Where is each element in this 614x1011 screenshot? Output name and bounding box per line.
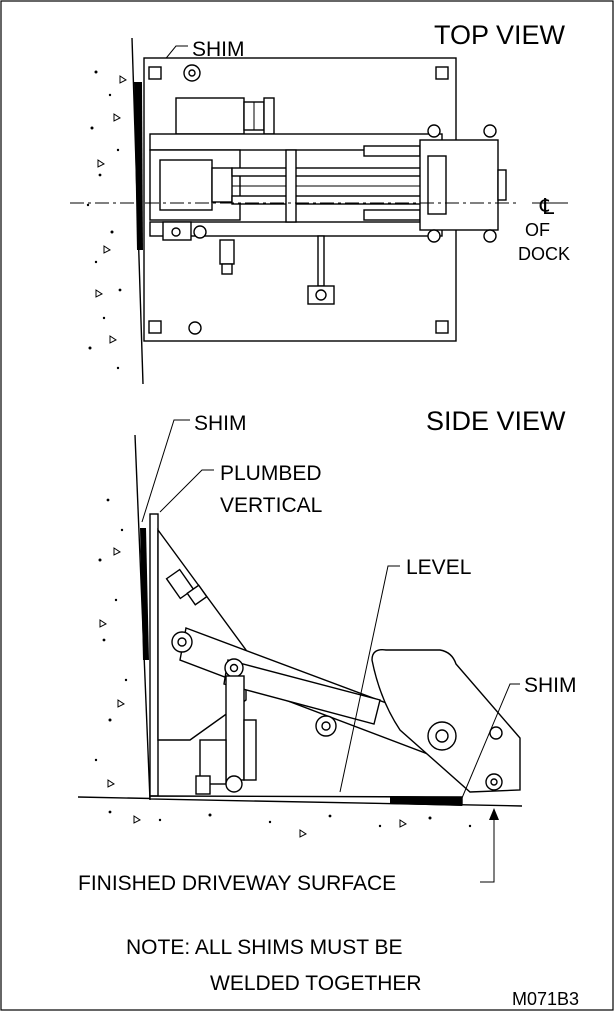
right-shim-leader	[461, 683, 520, 799]
plumbed-leader	[159, 469, 214, 513]
side-shim-leader	[141, 419, 190, 523]
centerline-symbol: ℄	[539, 194, 555, 219]
surface-leader	[480, 810, 495, 883]
plumbed-plate	[149, 513, 159, 797]
top-view-title: TOP VIEW	[434, 20, 566, 50]
note-line-1: NOTE: ALL SHIMS MUST BE	[126, 936, 403, 959]
side-shim-label: SHIM	[194, 412, 247, 435]
floor-concrete	[108, 810, 472, 838]
top-motor	[175, 97, 245, 135]
finished-surface-label: FINISHED DRIVEWAY SURFACE	[78, 872, 396, 895]
centerline-of-label: OF	[525, 220, 550, 240]
top-shim	[134, 82, 143, 250]
rear-shim	[390, 796, 462, 806]
level-leader	[339, 565, 400, 793]
vertical-label: VERTICAL	[220, 494, 322, 517]
top-wall-concrete	[86, 70, 127, 370]
drawing-number: M071B3	[512, 989, 579, 1009]
side-wall-concrete	[94, 498, 128, 788]
note-line-2: WELDED TOGETHER	[210, 972, 422, 995]
centerline-dock-label: DOCK	[518, 244, 570, 264]
top-shim-label: SHIM	[192, 38, 245, 61]
right-shim-label: SHIM	[524, 674, 577, 697]
side-view-title: SIDE VIEW	[426, 406, 566, 436]
side-shim	[140, 528, 149, 660]
plumbed-label: PLUMBED	[220, 462, 322, 485]
side-hook	[371, 649, 521, 793]
top-view	[70, 37, 568, 385]
level-label: LEVEL	[406, 556, 471, 579]
side-view	[77, 419, 523, 883]
